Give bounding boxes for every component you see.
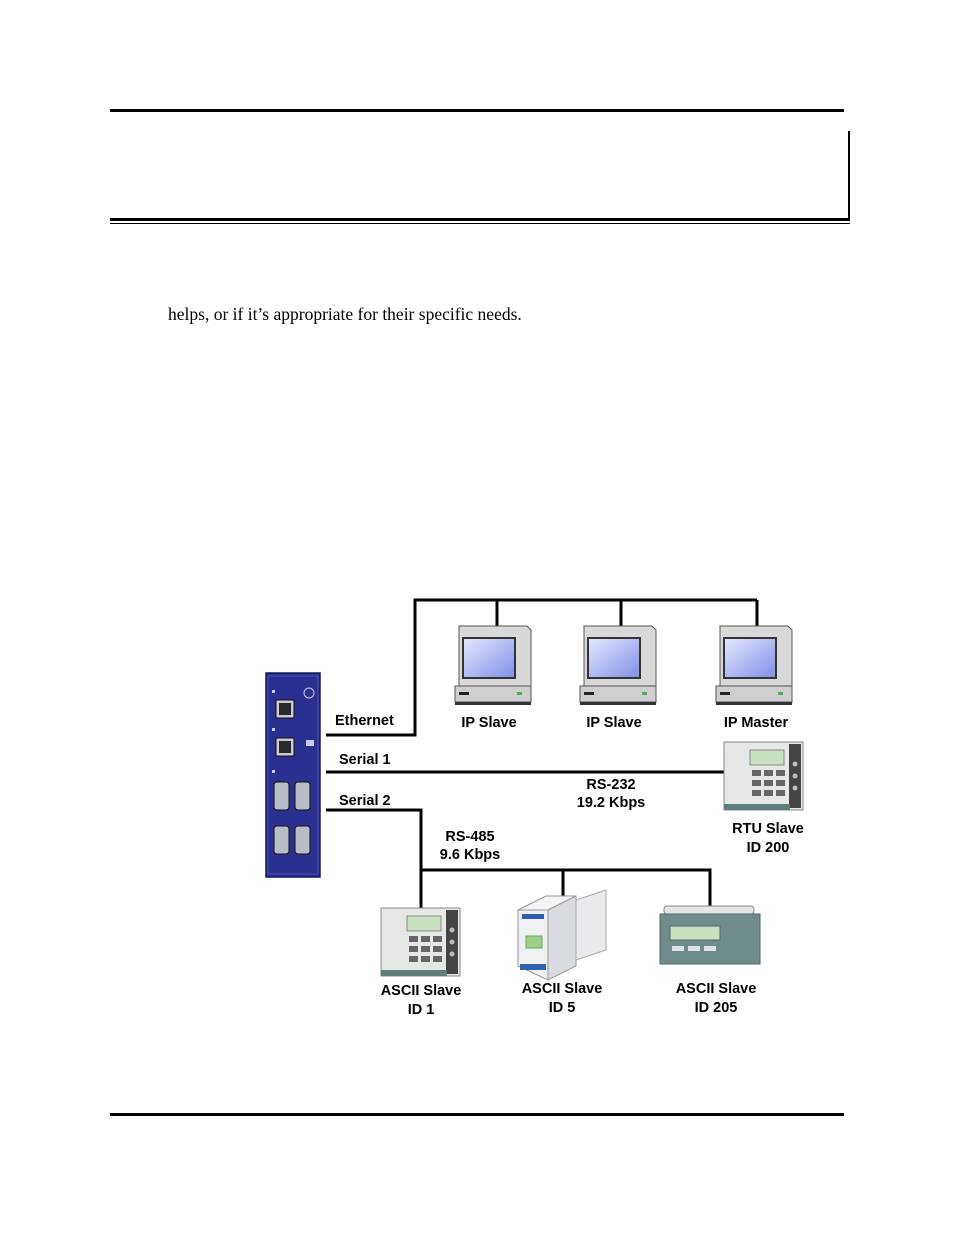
computer-ip-master [715,625,793,705]
meter-rtu-slave [723,741,804,811]
ip-slave-2-label: IP Slave [586,715,641,731]
serial1-label: Serial 1 [339,752,391,768]
rs485-label: RS-485 [445,829,494,845]
rtu-slave-id-label: ID 200 [747,840,790,856]
serial2-label: Serial 2 [339,793,391,809]
ip-master-label: IP Master [724,715,789,731]
header-rule-bottom-thin [110,223,850,224]
header-rule-right [848,131,850,221]
gateway-device [265,672,321,878]
header-rule-top [110,109,844,112]
ascii-slave-205-id-label: ID 205 [695,1000,738,1016]
body-paragraph: helps, or if it’s appropriate for their … [168,304,522,324]
rtu-slave-label: RTU Slave [732,821,804,837]
serial2-bus [326,808,712,908]
scale-ascii-slave-205 [659,905,761,965]
ascii-slave-1-label: ASCII Slave [381,983,462,999]
ascii-slave-5-id-label: ID 5 [549,1000,576,1016]
ethernet-label: Ethernet [335,713,394,729]
footer-rule [110,1113,844,1116]
computer-ip-slave-1 [454,625,532,705]
ascii-slave-205-label: ASCII Slave [676,981,757,997]
meter-ascii-slave-1 [380,907,461,977]
ip-slave-1-label: IP Slave [461,715,516,731]
ascii-slave-1-id-label: ID 1 [408,1002,435,1018]
rs232-label: RS-232 [586,777,635,793]
ethernet-bus [326,598,759,737]
ascii-slave-5-label: ASCII Slave [522,981,603,997]
rs232-speed-label: 19.2 Kbps [577,795,646,811]
rs485-speed-label: 9.6 Kbps [440,847,500,863]
computer-ip-slave-2 [579,625,657,705]
header-rule-bottom-thick [110,218,850,221]
plc-ascii-slave-5 [517,889,607,981]
